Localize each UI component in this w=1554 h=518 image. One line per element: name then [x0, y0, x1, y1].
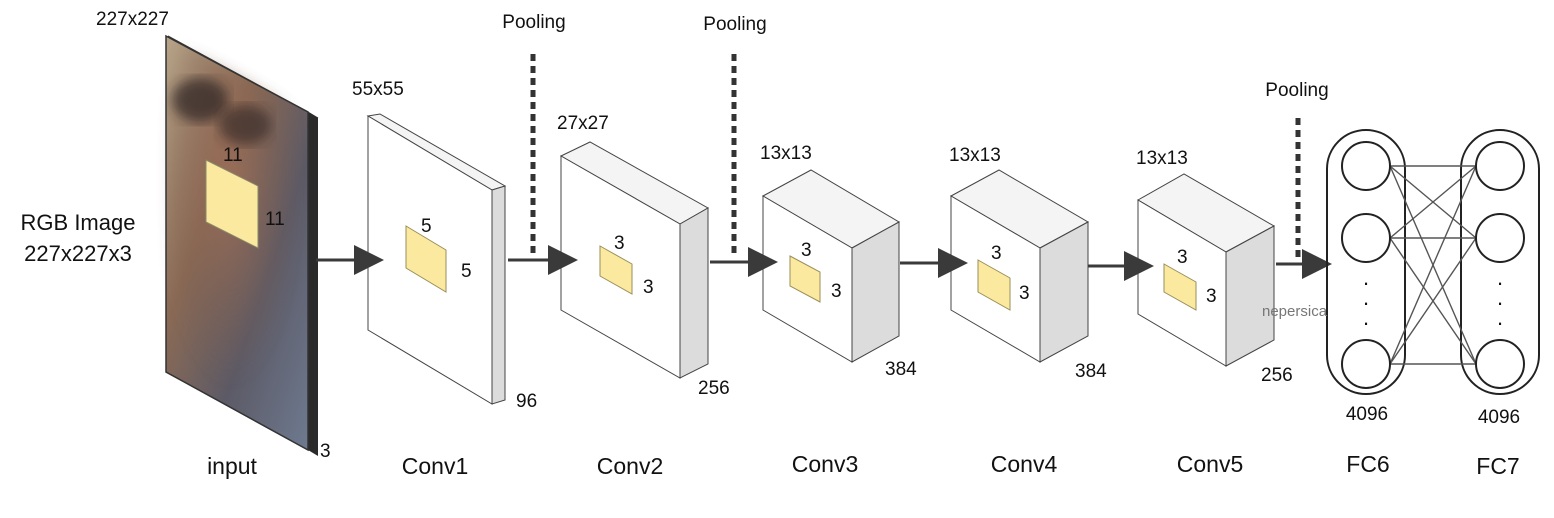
fc6-ellipsis-2: ·: [1362, 290, 1370, 315]
conv3-depth-label: 384: [885, 359, 917, 380]
conv2-kernel: [599, 245, 633, 295]
fc7-neuron: [1475, 213, 1525, 263]
conv3-kernel-h-label: 3: [801, 240, 812, 261]
pooling-label-1: Pooling: [502, 12, 566, 33]
conv4-size-label: 13x13: [949, 145, 1001, 166]
fc6-ellipsis-3: ·: [1362, 310, 1370, 335]
conv2-kernel-w-label: 3: [643, 277, 654, 298]
conv5-layer-name: Conv5: [1176, 451, 1244, 477]
conv5-kernel: [1163, 263, 1197, 311]
conv5-kernel-w-label: 3: [1206, 286, 1217, 307]
conv1-block: [366, 113, 507, 405]
pooling-label-3: Pooling: [1265, 80, 1329, 101]
conv4-kernel: [977, 259, 1011, 311]
input-size-label: 227x227: [96, 9, 169, 30]
input-image: [165, 34, 319, 456]
conv1-depth-label: 96: [516, 391, 538, 412]
conv5-block: [1137, 173, 1276, 367]
fc7-ellipsis-2: ·: [1496, 290, 1504, 315]
fc6-neuron: [1341, 141, 1391, 191]
conv1-size-label: 55x55: [352, 79, 404, 100]
fc6-units-label: 4096: [1345, 404, 1389, 425]
fc6-capsule: [1326, 129, 1406, 395]
fc-connections: [1389, 165, 1477, 365]
input-depth-label: 3: [320, 441, 331, 462]
conv1-layer-name: Conv1: [401, 453, 469, 479]
fc6-neuron: [1341, 339, 1391, 389]
conv2-block: [559, 141, 710, 379]
fc7-capsule: [1460, 129, 1540, 395]
conv2-kernel-h-label: 3: [614, 233, 625, 254]
input-kernel: [205, 159, 259, 249]
conv4-kernel-h-label: 3: [991, 243, 1002, 264]
fc6-ellipsis-1: ·: [1362, 270, 1370, 295]
fc7-neuron: [1475, 141, 1525, 191]
conv2-depth-label: 256: [698, 378, 730, 399]
conv2-size-label: 27x27: [557, 113, 609, 134]
conv4-layer-name: Conv4: [990, 451, 1058, 477]
conv3-kernel-w-label: 3: [831, 281, 842, 302]
fc7-ellipsis-1: ·: [1496, 270, 1504, 295]
connection-arrows: [316, 245, 1332, 281]
fc6-neuron: [1341, 213, 1391, 263]
conv4-kernel-w-label: 3: [1019, 283, 1030, 304]
fc7-units-label: 4096: [1477, 407, 1521, 428]
fc-layers: [1326, 129, 1540, 395]
fc7-ellipsis-3: ·: [1496, 310, 1504, 335]
conv5-size-label: 13x13: [1136, 148, 1188, 169]
watermark-text: nepersica: [1262, 303, 1328, 320]
conv1-kernel-w-label: 5: [461, 261, 472, 282]
conv1-kernel-h-label: 5: [421, 216, 432, 237]
conv5-depth-label: 256: [1261, 365, 1293, 386]
input-kernel-h-label: 11: [223, 145, 243, 166]
conv4-depth-label: 384: [1075, 361, 1107, 382]
conv4-block: [949, 169, 1090, 363]
conv2-layer-name: Conv2: [596, 453, 664, 479]
input-layer-name: input: [207, 453, 257, 479]
conv1-kernel: [405, 225, 447, 293]
pooling-markers: [530, 54, 1301, 262]
pooling-label-2: Pooling: [703, 14, 767, 35]
fc7-neuron: [1475, 339, 1525, 389]
fc7-layer-name: FC7: [1476, 453, 1520, 479]
input-kernel-w-label: 11: [265, 209, 285, 230]
fc6-layer-name: FC6: [1346, 451, 1390, 477]
conv5-kernel-h-label: 3: [1177, 247, 1188, 268]
conv3-size-label: 13x13: [760, 143, 812, 164]
input-desc-line1: RGB Image: [20, 210, 136, 235]
conv3-layer-name: Conv3: [791, 451, 859, 477]
conv3-kernel: [789, 255, 821, 303]
conv3-block: [761, 169, 901, 363]
input-desc-line2: 227x227x3: [24, 241, 132, 266]
